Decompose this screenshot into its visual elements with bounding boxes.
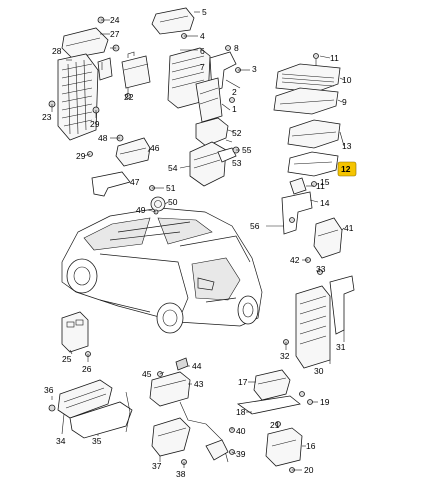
callout-53[interactable]: 53	[232, 158, 242, 168]
part-group-center-sensors	[87, 117, 240, 215]
part-group-console-bracket	[48, 16, 151, 141]
callout-13[interactable]: 13	[342, 141, 352, 151]
callout-27[interactable]: 27	[110, 29, 120, 39]
callout-21[interactable]: 21	[270, 420, 280, 430]
part-group-cover-and-brackets	[151, 7, 241, 123]
leader-lines	[51, 11, 347, 471]
callout-37[interactable]: 37	[152, 461, 162, 471]
vehicle-illustration	[61, 207, 263, 334]
callout-32[interactable]: 32	[280, 351, 290, 361]
callout-29-mid[interactable]: 29	[76, 151, 86, 161]
callout-12[interactable]: 12	[341, 164, 351, 174]
callout-29-top[interactable]: 29	[90, 119, 100, 129]
callout-17[interactable]: 17	[238, 377, 248, 387]
callout-47[interactable]: 47	[130, 177, 140, 187]
callout-2[interactable]: 2	[232, 87, 237, 97]
part-group-control-units	[273, 53, 341, 235]
callout-20[interactable]: 20	[304, 465, 314, 475]
callout-24-top[interactable]: 24	[110, 15, 120, 25]
callout-25[interactable]: 25	[62, 354, 72, 364]
callout-10[interactable]: 10	[342, 75, 352, 85]
callout-1[interactable]: 1	[232, 104, 237, 114]
part-group-lower-left	[48, 311, 133, 439]
part-group-right-side	[283, 217, 355, 369]
callout-33[interactable]: 33	[316, 264, 326, 274]
callout-36[interactable]: 36	[44, 385, 54, 395]
callout-11-bottom[interactable]: 11	[316, 181, 325, 191]
callout-14[interactable]: 14	[320, 198, 330, 208]
callout-35[interactable]: 35	[92, 436, 102, 446]
callout-38[interactable]: 38	[176, 469, 186, 479]
callout-44[interactable]: 44	[192, 361, 202, 371]
callout-56[interactable]: 56	[250, 221, 260, 231]
part-group-lower-center	[149, 357, 313, 473]
callout-43[interactable]: 43	[194, 379, 204, 389]
callout-31[interactable]: 31	[336, 342, 346, 352]
callout-9[interactable]: 9	[342, 97, 347, 107]
callout-3[interactable]: 3	[252, 64, 257, 74]
callout-23[interactable]: 23	[42, 112, 52, 122]
callout-4[interactable]: 4	[200, 31, 205, 41]
callout-15[interactable]: 15	[320, 177, 330, 187]
callout-55[interactable]: 55	[242, 145, 252, 155]
callout-48[interactable]: 48	[98, 133, 108, 143]
callout-28[interactable]: 28	[52, 46, 62, 56]
highlight-box	[337, 161, 357, 177]
callout-6[interactable]: 6	[200, 46, 205, 56]
callout-30[interactable]: 30	[314, 366, 324, 376]
callout-46[interactable]: 46	[150, 143, 160, 153]
callout-40[interactable]: 40	[236, 426, 246, 436]
callout-22[interactable]: 22	[124, 92, 134, 102]
callout-45[interactable]: 45	[142, 369, 152, 379]
callout-39[interactable]: 39	[236, 449, 246, 459]
callout-54[interactable]: 54	[168, 163, 178, 173]
callout-26[interactable]: 26	[82, 364, 92, 374]
callout-18[interactable]: 18	[236, 407, 246, 417]
callout-labels: 1 2 3 4 5 6 7 8 9 10 11 11 12 13 14 15 1…	[42, 7, 354, 479]
callout-49[interactable]: 49	[136, 205, 146, 215]
callout-5[interactable]: 5	[202, 7, 207, 17]
callout-41[interactable]: 41	[344, 223, 354, 233]
callout-42[interactable]: 42	[290, 255, 300, 265]
callout-34[interactable]: 34	[56, 436, 66, 446]
callout-8[interactable]: 8	[234, 43, 239, 53]
callout-52[interactable]: 52	[232, 128, 242, 138]
callout-51[interactable]: 51	[166, 183, 176, 193]
callout-19[interactable]: 19	[320, 397, 330, 407]
callout-50[interactable]: 50	[168, 197, 178, 207]
callout-11-top[interactable]: 11	[330, 53, 339, 63]
callout-7[interactable]: 7	[200, 62, 205, 72]
callout-16[interactable]: 16	[306, 441, 316, 451]
